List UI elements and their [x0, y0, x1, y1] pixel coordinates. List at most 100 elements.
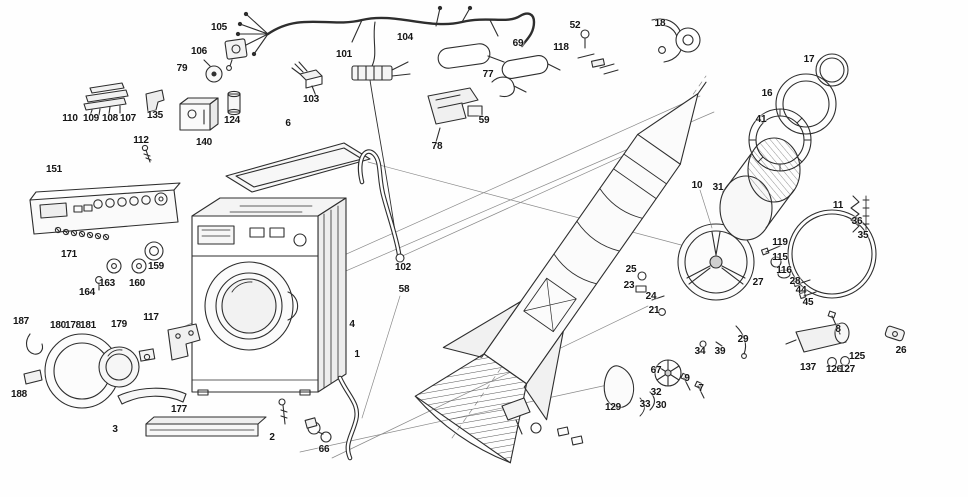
part-number-label: 115: [772, 252, 788, 263]
part-number-label: 29: [737, 334, 749, 345]
part-number-label: 106: [190, 46, 208, 57]
part-number-label: 17: [803, 54, 815, 65]
part-number-label: 112: [133, 135, 149, 146]
part-number-label: 6: [285, 118, 291, 129]
part-number-label: 77: [482, 69, 494, 80]
hardware-119-115-116: [760, 245, 791, 279]
part-number-label: 108: [101, 113, 119, 124]
part-number-label: 126: [825, 364, 843, 375]
part-number-label: 105: [210, 22, 228, 33]
part-number-label: 78: [431, 141, 443, 152]
part-number-label: 104: [396, 32, 414, 43]
switch-105-icon: [224, 38, 248, 71]
part-number-label: 34: [694, 346, 706, 357]
part-number-label: 16: [761, 88, 773, 99]
part-number-label: 159: [147, 261, 165, 272]
motor-137-icon: [785, 322, 850, 367]
part-number-label: 79: [176, 63, 188, 74]
part-number-label: 119: [772, 237, 788, 248]
part-number-label: 35: [857, 230, 869, 241]
bolts-9-7-icons: [680, 372, 705, 399]
cylinder-124-icon: [227, 90, 241, 116]
drain-hose-58-icon: [337, 375, 360, 461]
part-number-label: 140: [195, 137, 213, 148]
hose-77-icon: [491, 76, 527, 98]
part-number-label: 181: [79, 320, 97, 331]
part-number-label: 187: [12, 316, 30, 327]
part-number-label: 151: [45, 164, 63, 175]
harness-connector-103: [291, 61, 323, 97]
part-number-label: 101: [335, 49, 353, 60]
bracket-26-icon: [884, 325, 905, 342]
fasteners-52-118: [577, 29, 619, 75]
wiring-harness-icon: [235, 5, 536, 67]
clips-25-23-24-21-icons: [635, 271, 666, 316]
part-number-label: 30: [655, 400, 667, 411]
part-number-label: 137: [799, 362, 817, 373]
bolt-8-icon: [827, 310, 841, 335]
spider-pulley-10-icon: [677, 189, 755, 301]
screw-112-icon: [141, 144, 152, 163]
part-number-label: 41: [755, 114, 767, 125]
part-number-label: 58: [398, 284, 410, 295]
part-number-label: 39: [714, 346, 726, 357]
screw-2-icon: [278, 398, 288, 425]
capacitor-parts: [83, 82, 165, 117]
part-number-label: 117: [143, 312, 159, 323]
part-number-label: 125: [848, 351, 866, 362]
tube-30-32-33-icons: [639, 391, 656, 417]
part-number-label: 44: [795, 285, 807, 296]
inlet-hose-102-icon: [357, 149, 405, 263]
part-number-label: 102: [394, 262, 412, 273]
ring-11-icon: [787, 209, 877, 299]
part-number-label: 59: [478, 115, 490, 126]
relay-140-icon: [179, 97, 219, 131]
tub-assembly-exploded-icon: [414, 81, 707, 464]
plinth-177-icon: [145, 416, 267, 437]
part-number-label: 118: [553, 42, 569, 53]
part-number-label: 24: [645, 291, 657, 302]
part-number-label: 45: [802, 297, 814, 308]
top-lid-6-icon: [225, 142, 371, 193]
part-number-label: 180: [49, 320, 67, 331]
part-number-label: 129: [604, 402, 622, 413]
part-number-label: 11: [832, 200, 844, 211]
suppressor-69-icon: [437, 43, 561, 79]
part-number-label: 171: [60, 249, 78, 260]
part-number-label: 179: [110, 319, 128, 330]
valve-66-icon: [304, 417, 332, 443]
ring-16-icon: [775, 73, 837, 135]
part-number-label: 31: [712, 182, 724, 193]
part-number-label: 26: [895, 345, 907, 356]
part-number-label: 67: [650, 365, 662, 376]
screw-row-171: [54, 226, 110, 241]
lever-29-icon: [735, 325, 747, 359]
washing-machine-cabinet-icon: [191, 197, 347, 396]
bolts-44-45-icons: [792, 279, 817, 300]
part-number-label: 127: [838, 364, 856, 375]
part-number-label: 32: [650, 387, 662, 398]
bits-34-39-icons: [699, 340, 723, 348]
part-number-label: 110: [62, 113, 78, 124]
part-number-label: 188: [10, 389, 28, 400]
wheel-67-icon: [654, 359, 682, 387]
part-number-label: 21: [648, 305, 660, 316]
part-number-label: 163: [98, 278, 116, 289]
part-number-label: 124: [223, 115, 241, 126]
spring-35-36-icons: [850, 195, 870, 233]
counterweight-129-icon: [603, 365, 635, 409]
part-number-label: 66: [318, 444, 330, 455]
pump-parts-icons: [501, 397, 584, 446]
part-number-label: 177: [170, 404, 188, 415]
door-assembly-icons: [23, 323, 201, 409]
part-number-label: 116: [776, 265, 792, 276]
part-number-label: 1: [354, 349, 360, 360]
part-number-label: 4: [349, 319, 355, 330]
bracket-59-icon: [427, 87, 483, 143]
part-number-label: 8: [835, 324, 841, 335]
ring-41-icon: [748, 108, 812, 172]
part-number-label: 27: [752, 277, 764, 288]
knob-parts-icons: [95, 241, 164, 291]
